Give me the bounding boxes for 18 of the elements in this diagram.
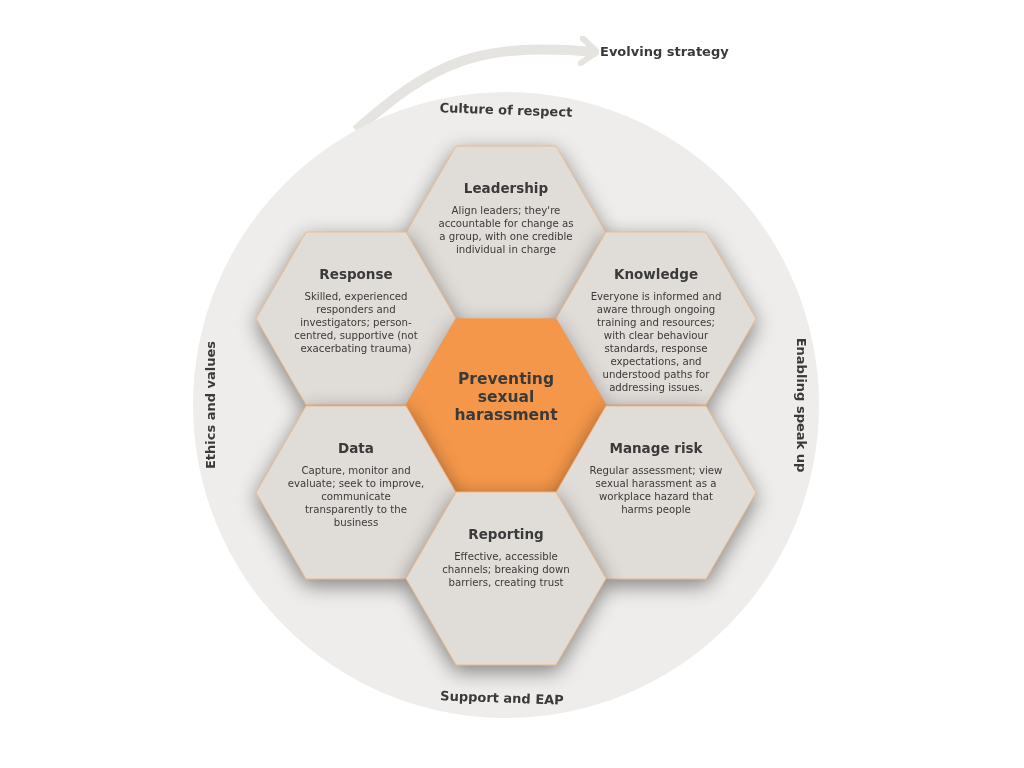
ring-label: Enabling speak up: [793, 337, 809, 473]
ring-label: Ethics and values: [202, 340, 218, 470]
hexagon-description: Skilled, experienced responders and investigators; person-centred, supportive (not exacerbating trauma): [293, 290, 419, 355]
hexagon-heading: Manage risk: [609, 440, 703, 456]
ring-label: Support and EAP: [439, 688, 565, 708]
hexagon-heading: Data: [338, 440, 374, 456]
hexagon-description: Align leaders; they're accountable for change as a group, with one credible individual in charge: [437, 204, 575, 256]
center-title: Preventing sexual harassment: [453, 370, 559, 424]
hexagon-heading: Response: [319, 266, 393, 282]
hexagon-heading: Leadership: [463, 180, 549, 196]
hexagon-description: Capture, monitor and evaluate; seek to improve, communicate transparently to the business: [286, 464, 426, 529]
ring-label: Culture of respect: [439, 100, 573, 120]
hexagon-description: Everyone is informed and aware through ongoing training and resources; with clear behaviour standards, response expectations, and understood paths for addressing issues.: [589, 290, 723, 394]
hexagon-heading: Reporting: [468, 526, 544, 542]
hexagon-description: Effective, accessible channels; breaking down barriers, creating trust: [441, 550, 571, 589]
hexagon-description: Regular assessment; view sexual harassment as a workplace hazard that harms people: [588, 464, 724, 516]
hexagon-heading: Knowledge: [613, 266, 699, 282]
strategy-label: Evolving strategy: [596, 43, 729, 61]
